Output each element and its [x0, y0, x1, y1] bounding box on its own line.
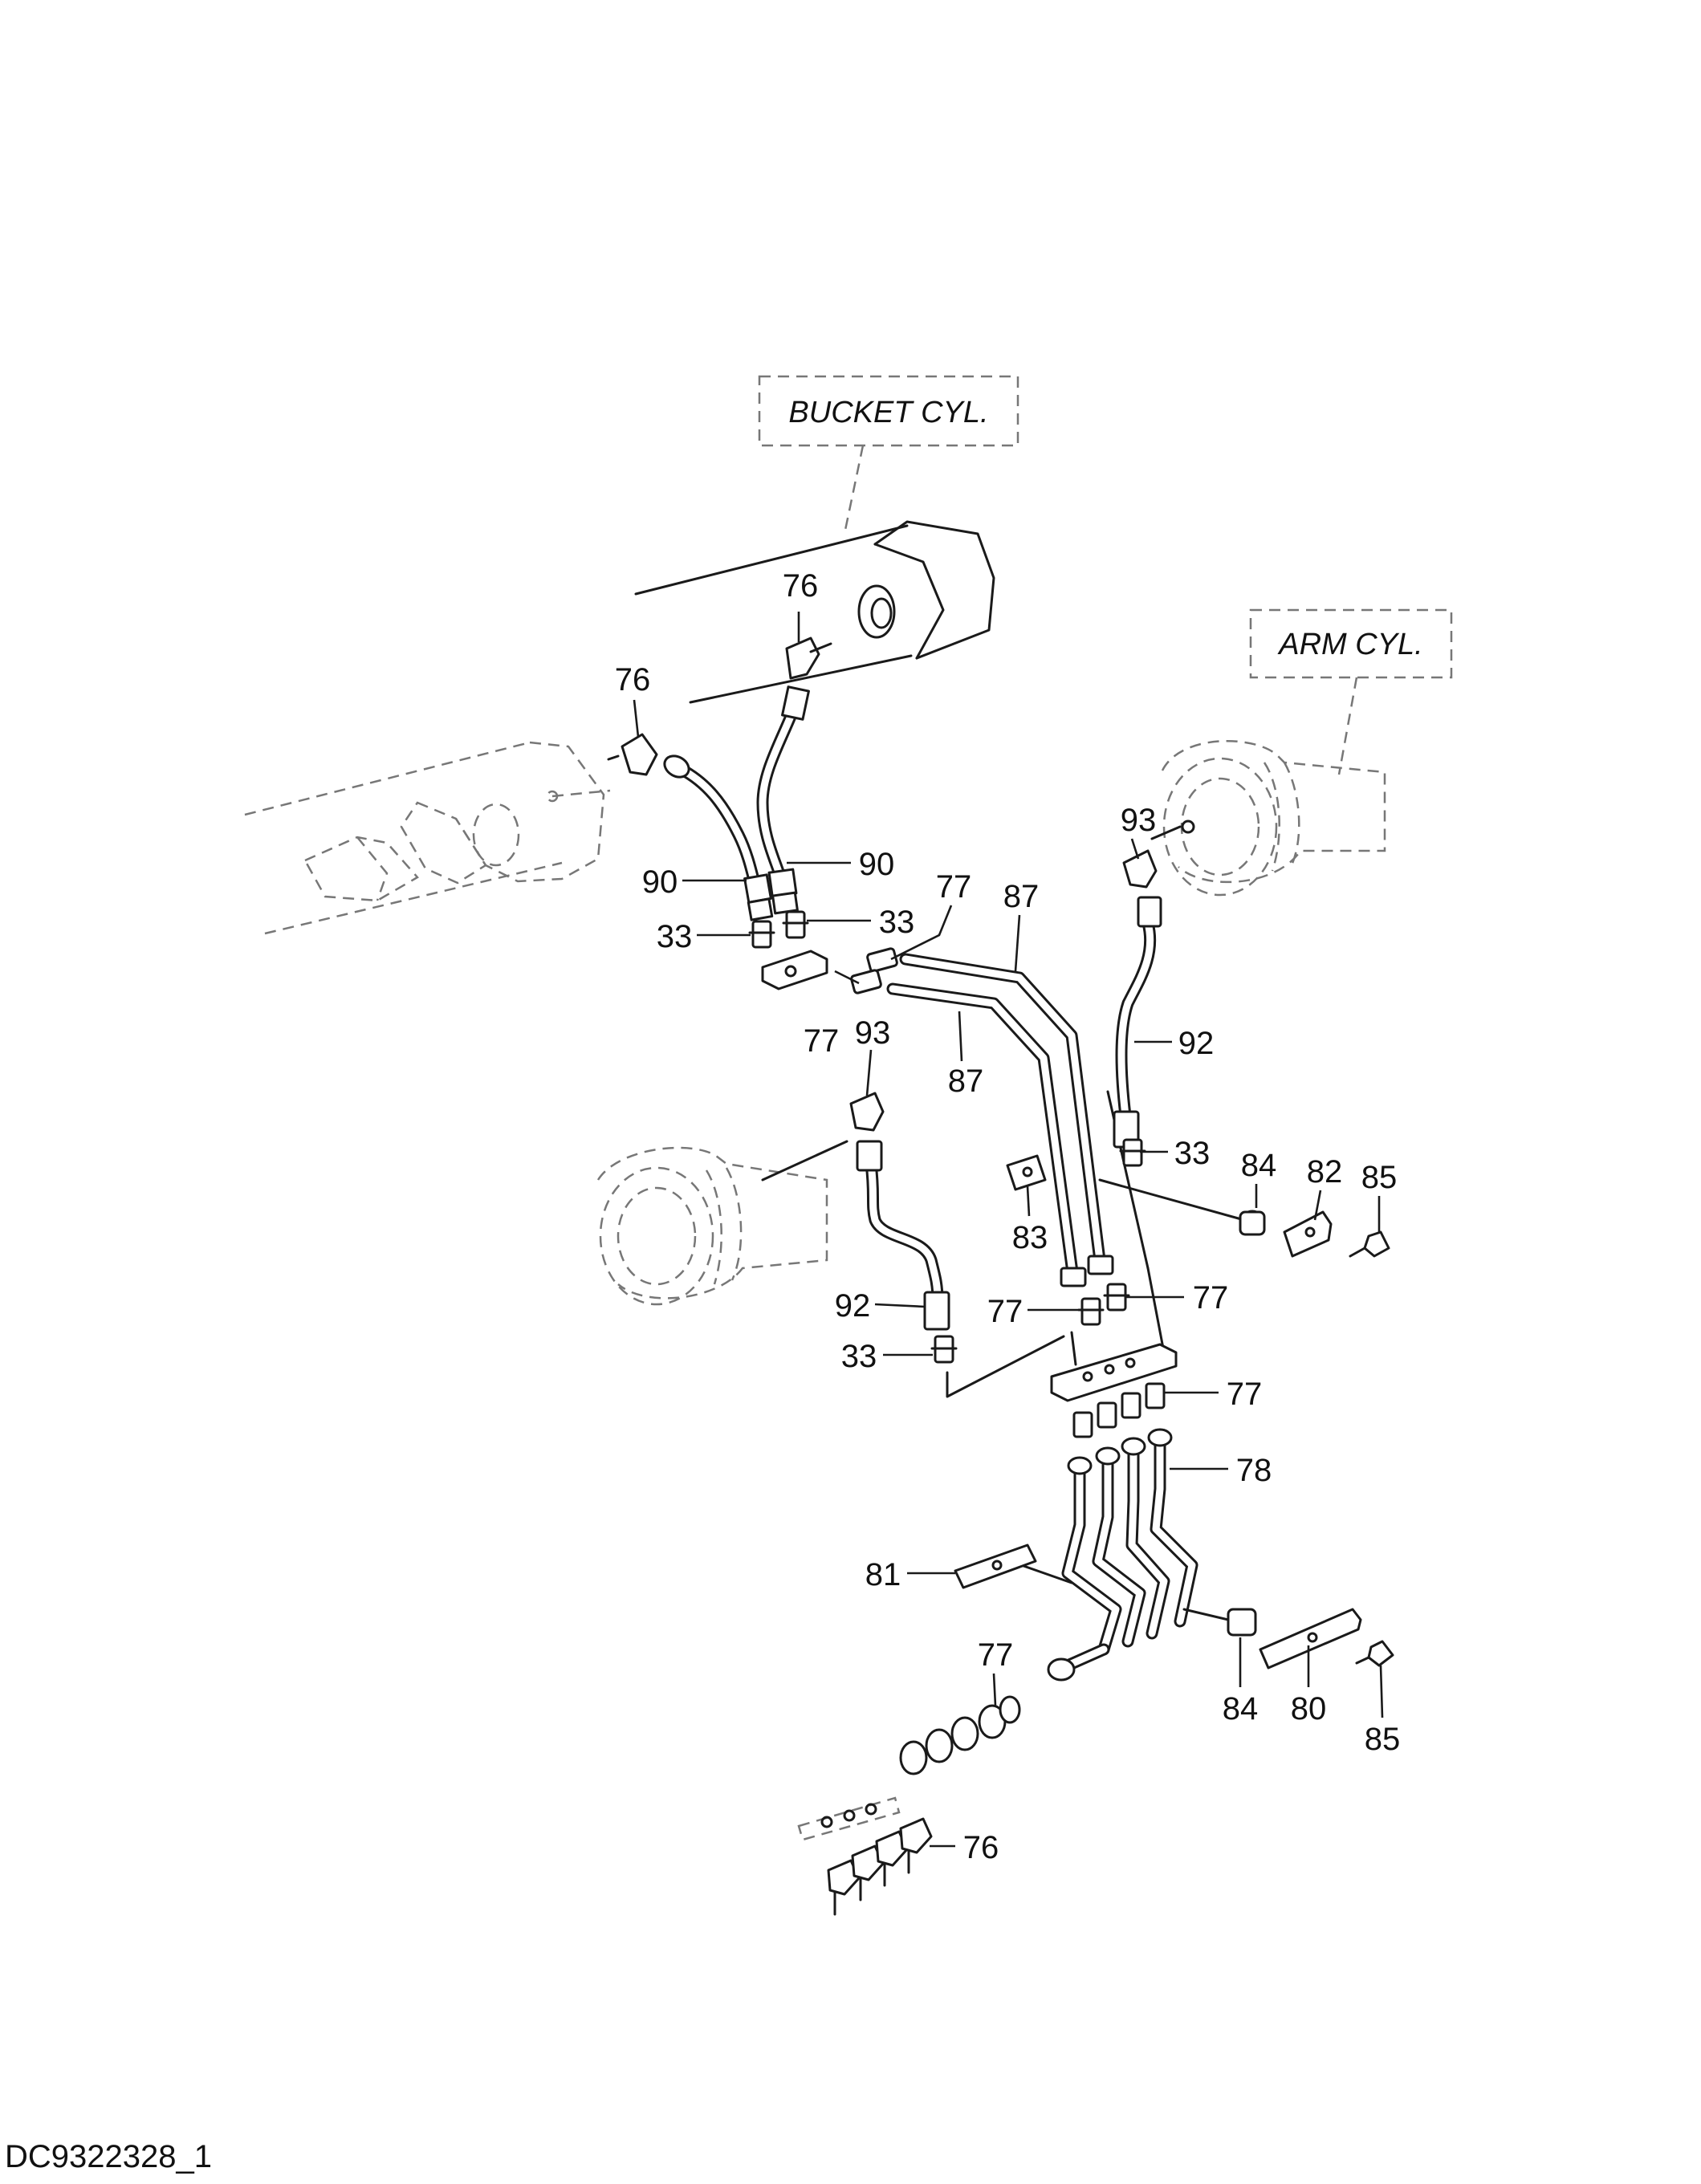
connector-line-left: [946, 1335, 1065, 1398]
fittings-77-lower-row: [1072, 1382, 1166, 1438]
part-label: 76: [615, 662, 651, 697]
part-label: 77: [804, 1023, 840, 1059]
fittings-77-middle: [1077, 1283, 1130, 1326]
arm-cyl-label: ARM CYL.: [1277, 628, 1422, 661]
part-label: 78: [1236, 1453, 1272, 1488]
fitting-chain-77: [899, 1695, 1021, 1775]
small-block-upper: [761, 950, 828, 990]
part-label: 90: [642, 864, 678, 900]
clamp-leader: [1098, 1178, 1246, 1222]
bucket-cylinder-lower: [244, 741, 611, 935]
elbow-76-upper: [785, 636, 832, 680]
part-label: 90: [859, 847, 895, 882]
part-label: 82: [1307, 1154, 1343, 1190]
part-label: 77: [978, 1637, 1014, 1673]
bucket-cyl-callout: BUCKET CYL.: [758, 375, 1019, 535]
bolt-85-upper: [1349, 1230, 1390, 1258]
part-label: 33: [841, 1339, 877, 1374]
part-label: 81: [865, 1557, 901, 1592]
part-label: 93: [1121, 803, 1157, 838]
part-labels: 76 76 90 90 33 33 77 87 93 77 93 87 92 3…: [615, 568, 1401, 1865]
part-label: 33: [879, 905, 915, 940]
pipe-87-outer: [899, 953, 1114, 1275]
fitting-33-left: [930, 1335, 958, 1364]
bolt-85-lower: [1355, 1640, 1394, 1667]
hose-92-right: [1113, 849, 1162, 1149]
arm-cylinder-left: [596, 1140, 848, 1306]
part-label: 33: [657, 919, 693, 954]
part-label: 92: [1178, 1026, 1215, 1061]
hose-92-left: [849, 1092, 950, 1331]
pipe-87-inner: [886, 982, 1087, 1287]
clamp-81: [954, 1543, 1037, 1589]
hose-90-right: [756, 685, 810, 915]
drawing-code: DC9322328_1: [5, 2139, 212, 2174]
part-label: 77: [936, 869, 972, 905]
part-label: 87: [948, 1064, 984, 1099]
elbow-plate-76: [797, 1796, 933, 1916]
part-label: 33: [1174, 1136, 1211, 1171]
part-label: 83: [1012, 1220, 1048, 1255]
spacer-84-lower: [1227, 1608, 1257, 1637]
clamp-82: [1283, 1210, 1333, 1258]
part-label: 77: [1193, 1280, 1229, 1316]
part-label: 77: [987, 1294, 1023, 1329]
fitting-33-upper-right: [782, 910, 809, 939]
clamp-83: [1006, 1154, 1047, 1191]
arm-cyl-callout: ARM CYL.: [1249, 608, 1453, 775]
hose-90-left: [663, 754, 774, 921]
leader-lines: [633, 612, 1384, 1848]
elbow-76-left: [607, 733, 658, 776]
clamp-80-leader: [1182, 1608, 1230, 1621]
part-label: 85: [1361, 1160, 1398, 1195]
arm-cylinder-right: [1150, 739, 1386, 897]
pipe-group-78: [1047, 1428, 1198, 1682]
spacer-84-upper: [1239, 1210, 1266, 1236]
part-label: 92: [835, 1288, 871, 1324]
part-label: 76: [963, 1830, 999, 1865]
part-label: 80: [1291, 1691, 1327, 1726]
bucket-cylinder-upper: [634, 520, 995, 704]
manifold-block: [1050, 1343, 1178, 1402]
fitting-33-upper-left: [748, 920, 775, 949]
part-label: 84: [1241, 1148, 1277, 1183]
part-label: 77: [1227, 1377, 1263, 1412]
part-label: 93: [855, 1015, 891, 1051]
block-guides: [1070, 1267, 1166, 1366]
part-label: 84: [1223, 1691, 1259, 1726]
clamp-80: [1259, 1608, 1362, 1670]
bucket-cyl-label: BUCKET CYL.: [788, 396, 988, 429]
part-label: 76: [783, 568, 819, 604]
part-label: 87: [1003, 879, 1040, 914]
part-label: 85: [1365, 1722, 1401, 1757]
